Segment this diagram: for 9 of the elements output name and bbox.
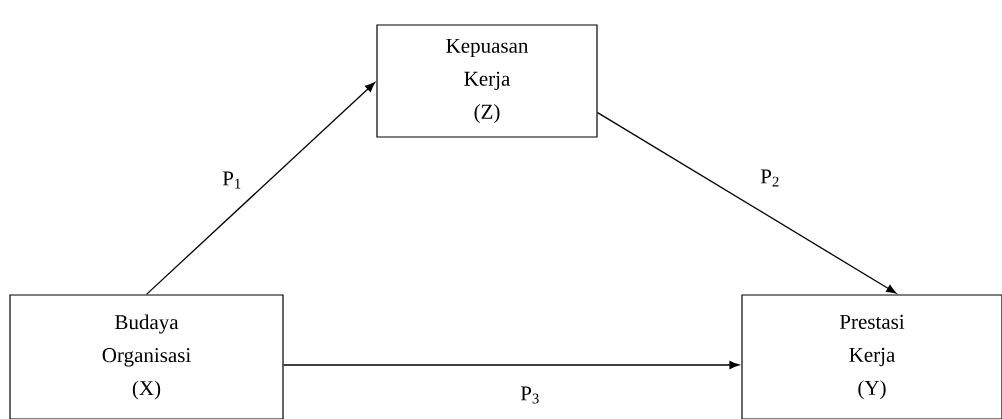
variable-box: Budaya Organisasi (X) — [9, 294, 284, 419]
variable-box: Kepuasan Kerja (Z) — [376, 24, 598, 138]
variable-box: Prestasi Kerja (Y) — [741, 294, 1002, 419]
arrow — [282, 360, 740, 369]
edge-label: P$_{3}$ — [519, 385, 541, 405]
edge-label: P$_{2}$ — [759, 168, 781, 188]
edge-label: P$_{1}$ — [221, 170, 243, 190]
arrow — [145, 82, 376, 296]
arrow — [596, 111, 897, 294]
